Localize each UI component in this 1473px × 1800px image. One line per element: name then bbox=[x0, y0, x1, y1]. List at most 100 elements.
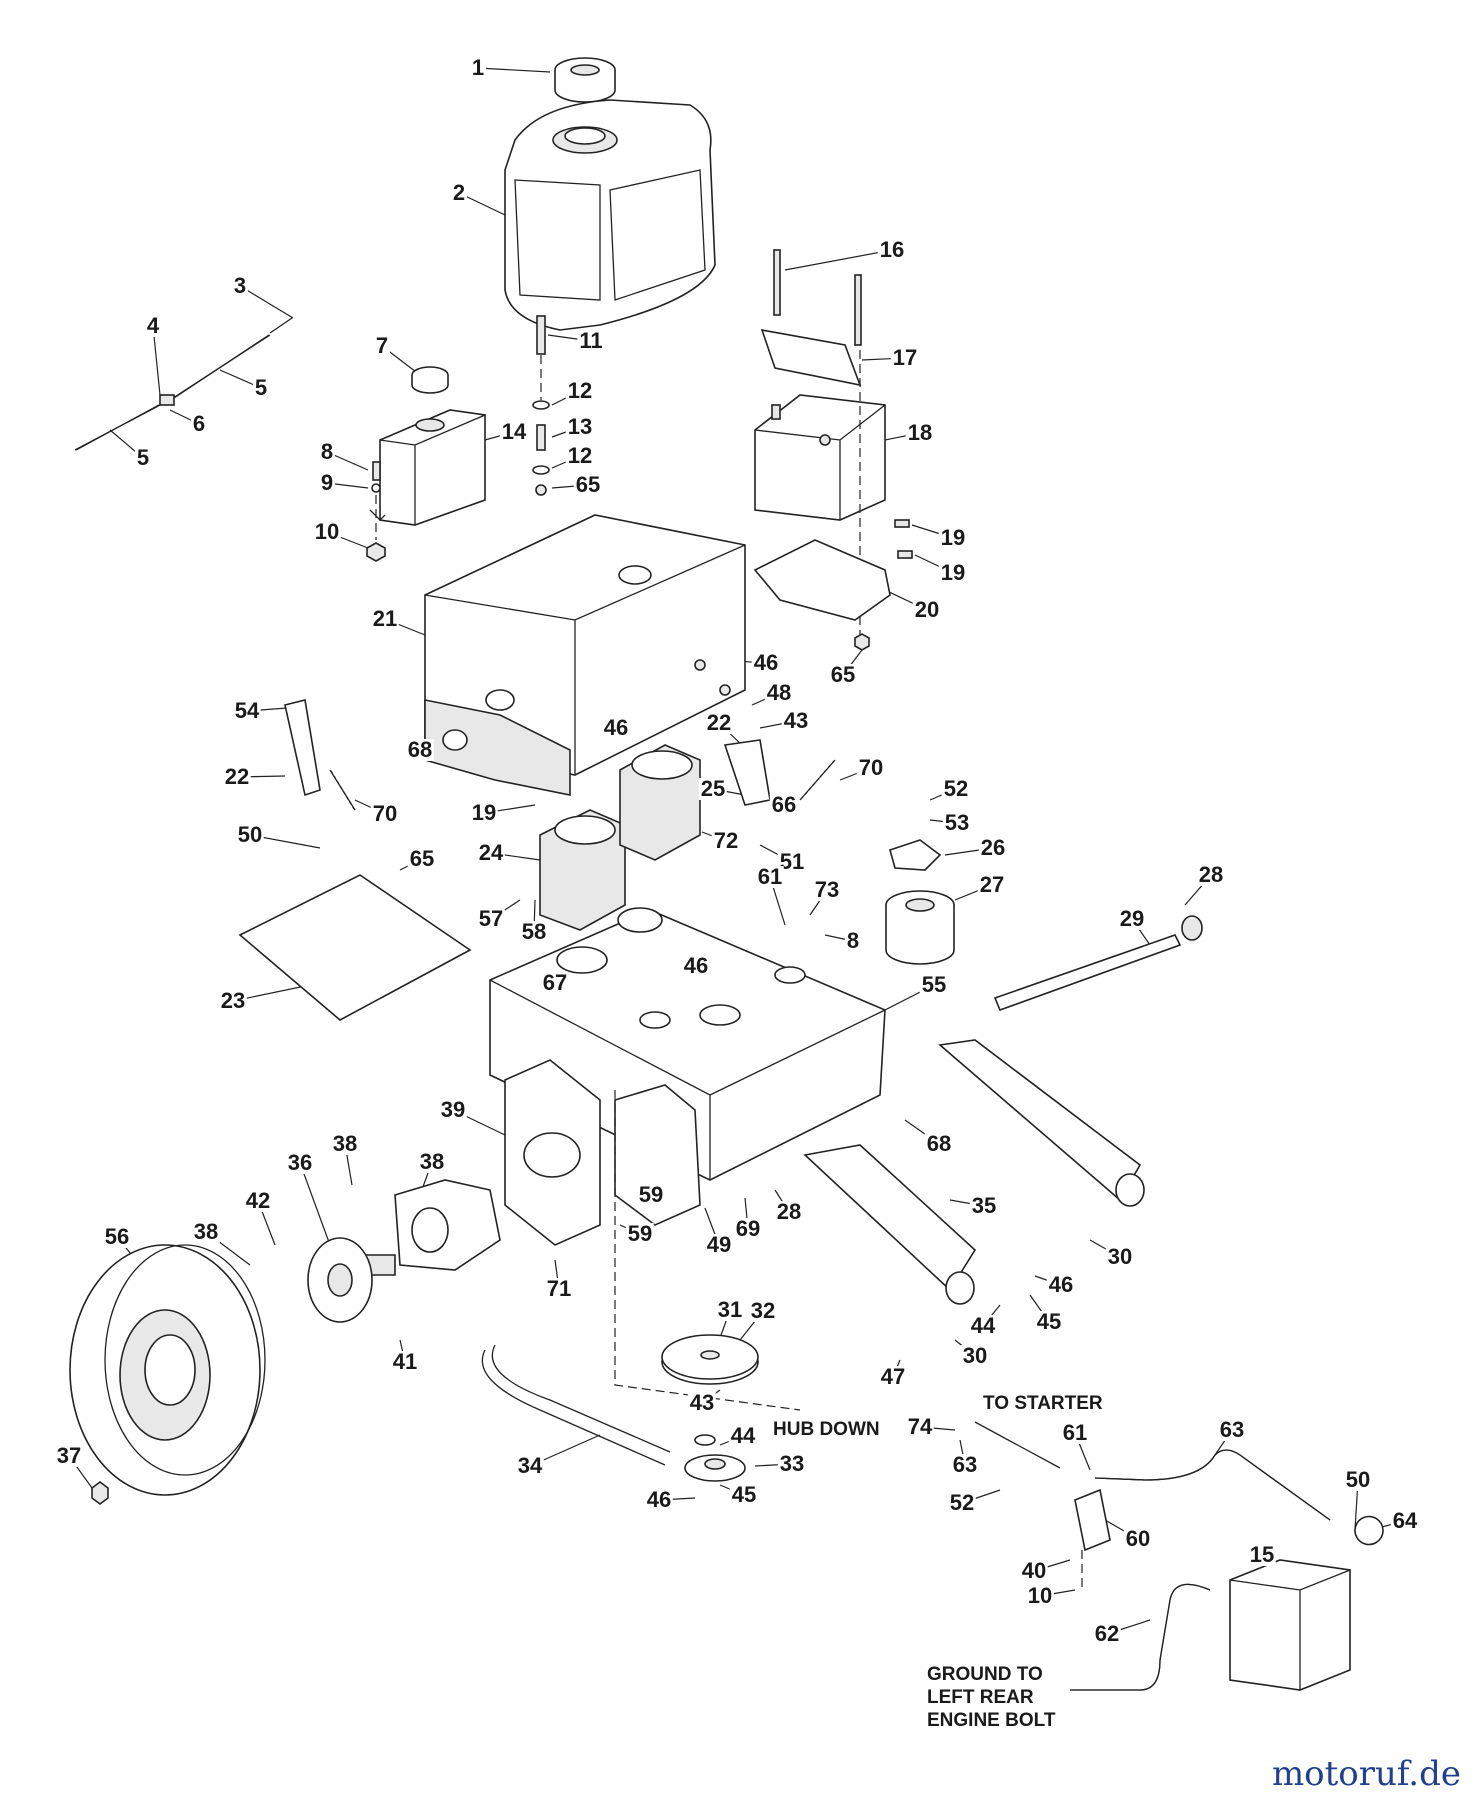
callout-label: 1 bbox=[469, 55, 487, 80]
assembly-lines bbox=[614, 1090, 1083, 1590]
callout-label: 43 bbox=[687, 1390, 717, 1415]
callout-label: 58 bbox=[519, 919, 549, 944]
callout-label: 65 bbox=[573, 472, 603, 497]
callout-label: 33 bbox=[777, 1451, 807, 1476]
callout-label: 73 bbox=[812, 877, 842, 902]
callout-label: 63 bbox=[1217, 1417, 1247, 1442]
callout-label: 70 bbox=[370, 801, 400, 826]
steering-lever-arm bbox=[803, 1039, 1145, 1305]
callout-label: 47 bbox=[878, 1364, 908, 1389]
left-linkage bbox=[284, 699, 356, 811]
callout-label: 28 bbox=[774, 1199, 804, 1224]
callout-label: 40 bbox=[1019, 1558, 1049, 1583]
callout-label: 5 bbox=[252, 375, 270, 400]
upper-frame bbox=[424, 514, 746, 796]
callout-label: 31 bbox=[715, 1297, 745, 1322]
callout-label: 46 bbox=[751, 650, 781, 675]
hub-down-note: HUB DOWN bbox=[773, 1419, 880, 1440]
hydraulic-motor bbox=[359, 1179, 501, 1276]
callout-label: 52 bbox=[941, 776, 971, 801]
callout-label: 46 bbox=[1046, 1272, 1076, 1297]
callout-label: 50 bbox=[1343, 1467, 1373, 1492]
drive-wheel bbox=[69, 1244, 266, 1505]
callout-label: 9 bbox=[318, 470, 336, 495]
callout-label: 48 bbox=[764, 680, 794, 705]
callout-label: 61 bbox=[1060, 1420, 1090, 1445]
callout-label: 56 bbox=[102, 1224, 132, 1249]
callout-label: 62 bbox=[1092, 1621, 1122, 1646]
callout-label: 50 bbox=[235, 822, 265, 847]
callout-label: 5 bbox=[134, 445, 152, 470]
idler-pulley bbox=[684, 1434, 746, 1482]
starter-cables bbox=[974, 1421, 1384, 1691]
callout-label: 2 bbox=[450, 180, 468, 205]
callout-label: 36 bbox=[285, 1150, 315, 1175]
callout-label: 22 bbox=[704, 710, 734, 735]
callout-label: 38 bbox=[417, 1149, 447, 1174]
callout-label: 70 bbox=[856, 755, 886, 780]
callout-label: 29 bbox=[1117, 906, 1147, 931]
callout-label: 74 bbox=[905, 1414, 935, 1439]
callout-label: 6 bbox=[190, 411, 208, 436]
callout-label: 46 bbox=[644, 1487, 674, 1512]
callout-label: 23 bbox=[218, 988, 248, 1013]
callout-label: 45 bbox=[729, 1482, 759, 1507]
leader-line bbox=[477, 67, 551, 73]
callout-label: 63 bbox=[950, 1452, 980, 1477]
to-starter-note: TO STARTER bbox=[983, 1393, 1103, 1414]
callout-label: 19 bbox=[938, 560, 968, 585]
leader-line bbox=[239, 285, 294, 319]
callout-label: 44 bbox=[728, 1423, 758, 1448]
callout-label: 3 bbox=[231, 273, 249, 298]
tank-mount-hardware bbox=[532, 315, 550, 496]
callout-label: 26 bbox=[978, 835, 1008, 860]
callout-label: 28 bbox=[1196, 862, 1226, 887]
callout-label: 37 bbox=[54, 1443, 84, 1468]
callout-label: 14 bbox=[499, 419, 529, 444]
callout-label: 17 bbox=[890, 345, 920, 370]
callout-label: 54 bbox=[232, 698, 262, 723]
callout-label: 32 bbox=[748, 1298, 778, 1323]
callout-label: 25 bbox=[698, 776, 728, 801]
callout-label: 49 bbox=[704, 1232, 734, 1257]
callout-label: 65 bbox=[407, 846, 437, 871]
callout-label: 21 bbox=[370, 606, 400, 631]
ground-note-line1: GROUND TO bbox=[927, 1664, 1043, 1685]
callout-label: 64 bbox=[1390, 1508, 1420, 1533]
leader-line bbox=[152, 325, 161, 396]
callout-label: 41 bbox=[390, 1349, 420, 1374]
callout-label: 11 bbox=[577, 328, 605, 353]
callout-label: 38 bbox=[191, 1219, 221, 1244]
callout-label: 10 bbox=[1025, 1583, 1055, 1608]
callout-label: 27 bbox=[977, 872, 1007, 897]
callout-label: 8 bbox=[318, 439, 336, 464]
leader-line bbox=[299, 1162, 331, 1246]
hydraulic-reservoir bbox=[369, 366, 486, 526]
callout-label: 59 bbox=[625, 1221, 655, 1246]
callout-label: 7 bbox=[373, 333, 391, 358]
shield-plate bbox=[238, 874, 472, 1021]
callout-label: 59 bbox=[636, 1182, 666, 1207]
callout-label: 13 bbox=[565, 414, 595, 439]
battery-assembly bbox=[754, 249, 886, 640]
callout-label: 71 bbox=[544, 1276, 574, 1301]
ground-note-line2: LEFT REAR bbox=[927, 1687, 1034, 1708]
callout-label: 18 bbox=[905, 420, 935, 445]
callout-label: 44 bbox=[968, 1313, 998, 1338]
fuel-cap bbox=[554, 57, 616, 103]
callout-label: 72 bbox=[711, 828, 741, 853]
fuel-tank bbox=[504, 99, 716, 331]
callout-label: 53 bbox=[942, 810, 972, 835]
wheel-hub bbox=[307, 1237, 373, 1323]
callout-label: 38 bbox=[330, 1131, 360, 1156]
callout-label: 35 bbox=[969, 1193, 999, 1218]
callout-label: 55 bbox=[919, 972, 949, 997]
oil-filter bbox=[885, 839, 955, 965]
callout-label: 66 bbox=[769, 792, 799, 817]
callout-label: 57 bbox=[476, 906, 506, 931]
drive-belt bbox=[481, 1344, 671, 1466]
callout-label: 46 bbox=[601, 715, 631, 740]
callout-label: 4 bbox=[144, 313, 162, 338]
callout-label: 42 bbox=[243, 1188, 273, 1213]
